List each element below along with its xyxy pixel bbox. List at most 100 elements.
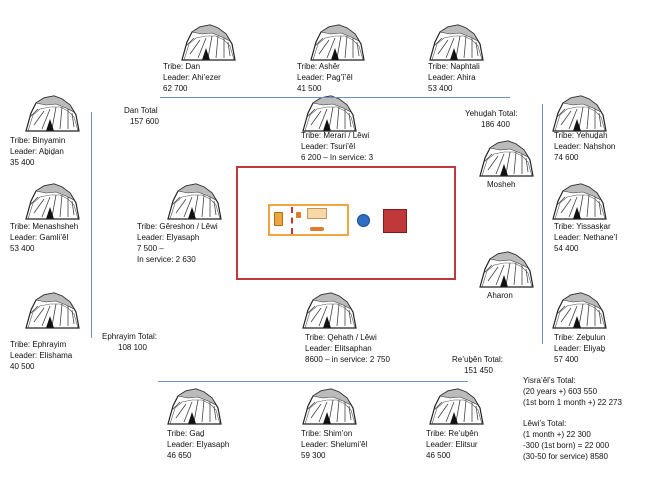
camp-menashsheh: Tribe: Menashsheh Leader: Gamli’êl 53 40…	[10, 221, 78, 254]
service-count: In service: 2 630	[137, 255, 196, 264]
camp-dan: Tribe: Dan Leader: Ahi’ezer 62 700	[163, 61, 221, 94]
tent-icon	[24, 183, 80, 221]
leader-name: Leader: Ahira	[428, 73, 476, 82]
tribe-name: Tribe: Menashsheh	[10, 222, 79, 231]
tent-icon	[551, 292, 607, 330]
census-count: 53 400	[10, 244, 35, 253]
census-count: 46 650	[167, 451, 192, 460]
tent-icon	[428, 24, 484, 62]
tent-icon	[301, 95, 357, 133]
leader-name: Leader: Aḇiḏan	[10, 147, 64, 156]
tribe-name: Tribe: Yissasḵar	[554, 222, 611, 231]
tent-icon	[551, 183, 607, 221]
israel-firstborn-line: (1st born 1 month +) 22 273	[523, 398, 622, 407]
census-summary: Yisra’êl’s Total: (20 years +) 603 550 (…	[523, 375, 622, 462]
moshe-label: Mosheh	[487, 180, 516, 189]
tent-icon	[478, 251, 534, 289]
levi-total-title: Lêwi’s Total:	[523, 419, 567, 428]
tent-icon	[24, 292, 80, 330]
ark-icon	[274, 212, 283, 226]
leader-name: Leader: Elishama	[10, 351, 73, 360]
leader-name: Leader: Eliyaḇ	[554, 344, 606, 353]
tribe-name: Tribe: Qehath / Lêwi	[305, 333, 377, 342]
tribe-name: Tribe: Naphtali	[428, 62, 480, 71]
table-icon	[307, 208, 327, 219]
yehudah-total: Yehuḏah Total: 186 400	[465, 108, 518, 130]
total-value: 186 400	[481, 120, 510, 129]
tribe-name: Tribe: Zeḇulun	[554, 333, 606, 342]
north-rule-line	[160, 97, 510, 98]
tribe-name: Tribe: Yehuḏah	[554, 131, 608, 140]
camp-zebulun: Tribe: Zeḇulun Leader: Eliyaḇ 57 400	[554, 332, 605, 365]
tent-icon	[166, 183, 222, 221]
census-count: 59 300	[301, 451, 326, 460]
tent-icon	[301, 292, 357, 330]
ephrayim-total: Ephrayim Total: 108 100	[102, 331, 157, 353]
total-label: Re’uḇên Total:	[452, 355, 503, 364]
laver-icon	[357, 214, 370, 227]
camp-binyamin: Tribe: Binyamin Leader: Aḇiḏan 35 400	[10, 135, 65, 168]
census-count: 62 700	[163, 84, 188, 93]
aharon-label: Aharon	[487, 291, 513, 300]
leader-name: Leader: Elitsaphan	[305, 344, 372, 353]
census-count: 54 400	[554, 244, 579, 253]
tent-icon	[478, 140, 534, 178]
camp-qehath: Tribe: Qehath / Lêwi Leader: Elitsaphan …	[305, 332, 390, 365]
camp-reuben: Tribe: Re’uḇên Leader: Elitsur 46 500	[426, 428, 478, 461]
camp-asher: Tribe: Ashêr Leader: Pag’î’êl 41 500	[297, 61, 353, 94]
camp-gad: Tribe: Gaḏ Leader: Elyasaph 46 650	[167, 428, 229, 461]
census-count: 7 500 –	[137, 244, 164, 253]
veil-line	[291, 207, 293, 234]
camp-ephrayim: Tribe: Ephrayim Leader: Elishama 40 500	[10, 339, 72, 372]
tribe-name: Tribe: Gaḏ	[167, 429, 205, 438]
south-rule-line	[158, 381, 468, 382]
tribe-name: Tribe: Binyamin	[10, 136, 66, 145]
total-label: Ephrayim Total:	[102, 332, 157, 341]
leader-name: Leader: Elyasaph	[137, 233, 200, 242]
menorah-icon	[310, 227, 324, 231]
census-count: 74 600	[554, 153, 579, 162]
camp-merari: Tribe: Merari / Lêwi Leader: Tsuri’êl 6 …	[301, 130, 373, 163]
census-count: 8600 – in service: 2 750	[305, 355, 390, 364]
camp-naphtali: Tribe: Naphtali Leader: Ahira 53 400	[428, 61, 480, 94]
census-count: 46 500	[426, 451, 451, 460]
census-count: 35 400	[10, 158, 35, 167]
camp-shimon: Tribe: Shim’on Leader: Shelumi’êl 59 300	[301, 428, 367, 461]
leader-name: Leader: Elyasaph	[167, 440, 230, 449]
total-value: 108 100	[118, 343, 147, 352]
tribe-name: Tribe: Merari / Lêwi	[301, 131, 370, 140]
tabernacle-camp	[236, 166, 456, 280]
tribe-name: Tribe: Ephrayim	[10, 340, 67, 349]
census-count: 53 400	[428, 84, 453, 93]
tribe-name: Tribe: Ashêr	[297, 62, 340, 71]
leader-name: Leader: Pag’î’êl	[297, 73, 353, 82]
israel-total-title: Yisra’êl’s Total:	[523, 376, 576, 385]
leader-name: Leader: Ahi’ezer	[163, 73, 221, 82]
dan-total: Dan Total 157 600	[124, 105, 159, 127]
leader-name: Leader: Nethane’l	[554, 233, 618, 242]
camp-gereshon: Tribe: Gêreshon / Lêwi Leader: Elyasaph …	[137, 221, 218, 265]
incense-icon	[296, 212, 301, 218]
census-count: 41 500	[297, 84, 322, 93]
levi-total-line: (1 month +) 22 300	[523, 430, 591, 439]
leader-name: Leader: Tsuri’êl	[301, 142, 356, 151]
census-count: 40 500	[10, 362, 35, 371]
census-count: 57 400	[554, 355, 579, 364]
leader-name: Leader: Naḥshon	[554, 142, 616, 151]
tent-icon	[24, 95, 80, 133]
tent-icon	[309, 24, 365, 62]
tent-icon	[166, 388, 222, 426]
tent-icon	[180, 24, 236, 62]
tribe-name: Tribe: Gêreshon / Lêwi	[137, 222, 218, 231]
reuben-total: Re’uḇên Total: 151 450	[452, 354, 503, 376]
tent-icon	[301, 388, 357, 426]
tent-icon	[551, 95, 607, 133]
leader-name: Leader: Gamli’êl	[10, 233, 69, 242]
total-label: Yehuḏah Total:	[465, 109, 518, 118]
tribe-name: Tribe: Re’uḇên	[426, 429, 479, 438]
tent-icon	[428, 388, 484, 426]
leader-name: Leader: Elitsur	[426, 440, 478, 449]
total-label: Dan Total	[124, 106, 158, 115]
leader-name: Leader: Shelumi’êl	[301, 440, 368, 449]
altar-icon	[383, 209, 407, 233]
